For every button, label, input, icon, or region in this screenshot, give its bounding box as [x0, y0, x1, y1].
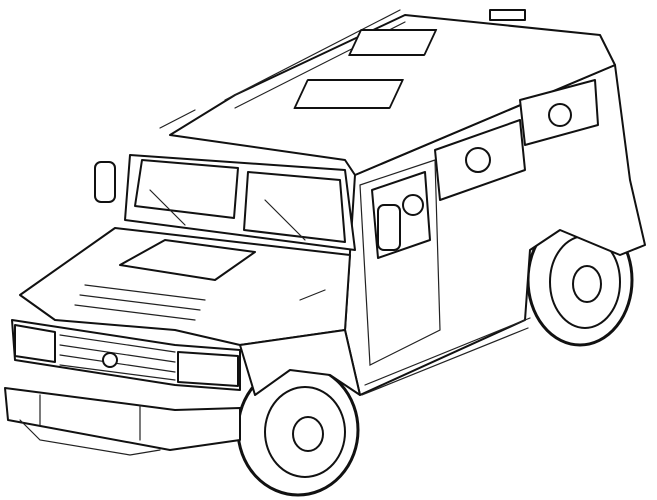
front-fender — [239, 329, 361, 396]
roof-hatch-front — [293, 79, 404, 109]
roof-hatch-rear — [348, 29, 438, 56]
hood-vents — [74, 284, 326, 321]
front-wheel — [236, 363, 360, 497]
grille — [11, 319, 241, 391]
right-mirror — [377, 204, 401, 251]
roof-light — [489, 9, 526, 21]
left-mirror — [94, 161, 116, 203]
hood-scoop — [119, 239, 256, 281]
front-bumper — [4, 387, 241, 456]
door — [359, 159, 441, 366]
windshield — [124, 154, 356, 251]
side-skirt — [361, 317, 531, 396]
